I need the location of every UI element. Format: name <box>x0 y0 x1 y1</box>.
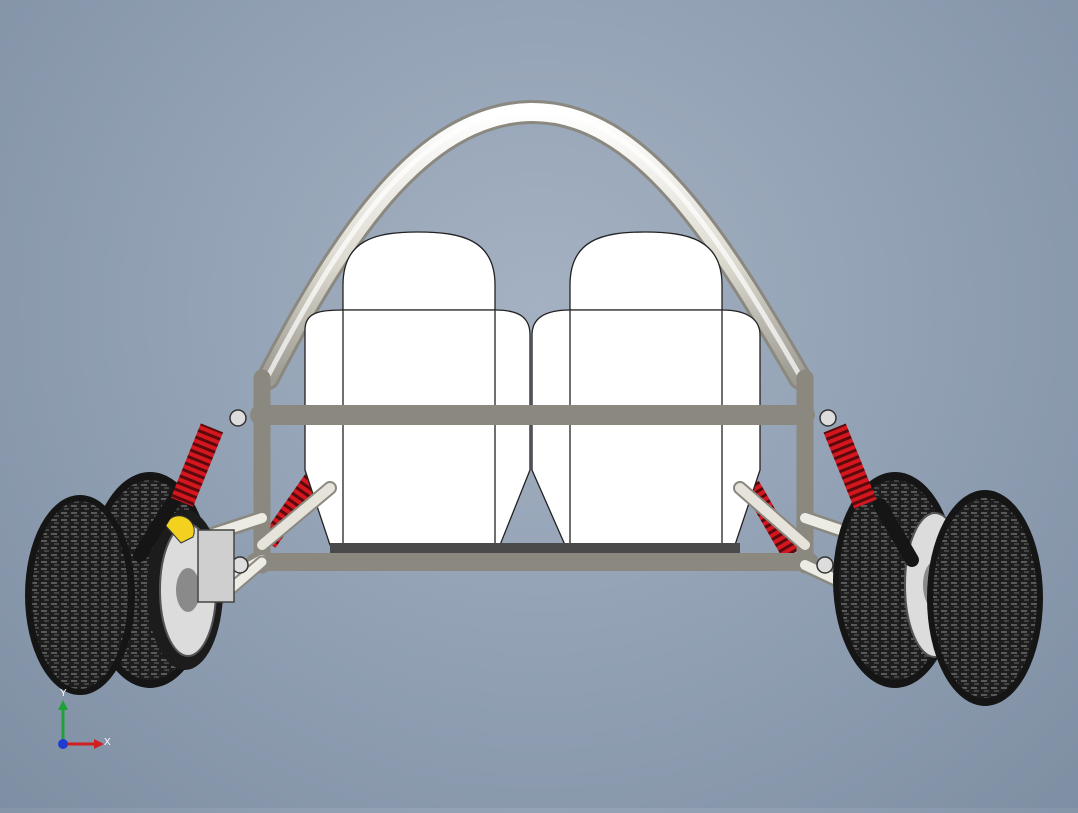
floor-pan <box>330 543 740 555</box>
roll-cage-hoop <box>256 99 812 390</box>
left-shock-absorber <box>133 423 224 562</box>
left-wheel-assembly <box>25 472 235 695</box>
main-frame <box>246 369 819 574</box>
right-seat <box>531 231 761 546</box>
coordinate-triad: Y X <box>50 688 120 758</box>
frame-pivot-bolts <box>229 409 837 574</box>
x-axis-label: X <box>104 737 111 748</box>
z-axis-dot <box>58 739 68 749</box>
right-shock-absorber <box>823 423 919 567</box>
y-axis-label: Y <box>60 688 67 699</box>
left-seat <box>304 231 531 546</box>
right-wheel-assembly <box>833 472 1043 706</box>
